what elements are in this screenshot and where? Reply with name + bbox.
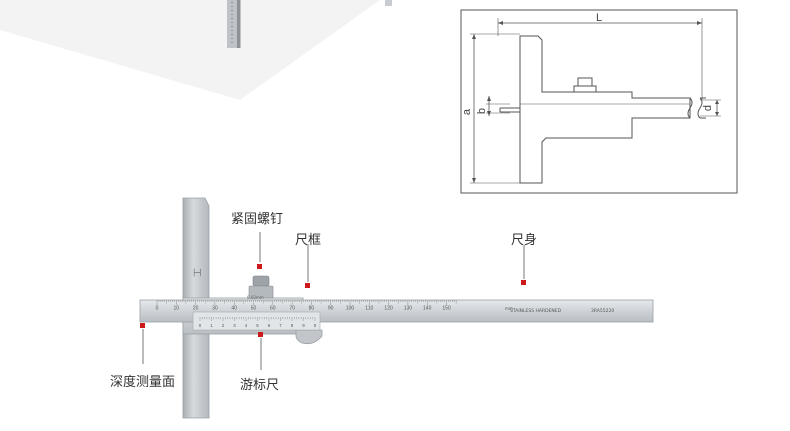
callout-lines xyxy=(140,232,526,370)
vernier-tick-label: 1 xyxy=(210,323,213,328)
main-tick-label: 20 xyxy=(193,306,199,312)
main-scale-unit: mm xyxy=(505,306,513,311)
main-tick-label: 80 xyxy=(309,306,315,312)
vernier-tick-label: 8 xyxy=(291,323,294,328)
frame-marker xyxy=(305,283,310,288)
main-tick-label: 90 xyxy=(328,306,334,312)
brand-mark: STAINLESS HARDENED xyxy=(510,308,562,314)
main-tick-label: 50 xyxy=(251,306,257,312)
beam-marker xyxy=(521,280,526,285)
top-ruler-photo xyxy=(0,0,392,100)
depth-base-label: 深度测量面 xyxy=(110,375,176,390)
main-tick-label: 100 xyxy=(346,306,355,312)
vernier-tick-label: 0 xyxy=(314,323,317,328)
logo-mark: 工 xyxy=(191,268,201,277)
main-tick-label: 110 xyxy=(365,306,373,312)
main-tick-label: 0 xyxy=(156,306,159,312)
lock-screw-marker xyxy=(257,264,262,269)
vernier-scale xyxy=(199,317,316,321)
main-tick-label: 30 xyxy=(212,306,218,312)
serial-mark: 3RA55220 xyxy=(591,308,614,314)
main-tick-label: 120 xyxy=(384,306,393,312)
vernier-tick-label: 2 xyxy=(222,323,225,328)
resolution-mark: 0.02mm xyxy=(247,295,264,300)
depth-base-marker xyxy=(140,323,145,328)
vernier-tick-label: 6 xyxy=(268,323,271,328)
dim-L-label: L xyxy=(596,12,602,24)
vernier-tick-label: 4 xyxy=(245,323,248,328)
dimension-diagram: L a b d xyxy=(460,9,738,194)
main-scale xyxy=(156,300,457,305)
main-tick-label: 70 xyxy=(289,306,295,312)
vernier-tick-label: 9 xyxy=(302,323,305,328)
beam-label: 尺身 xyxy=(511,233,538,248)
main-tick-label: 40 xyxy=(231,306,237,312)
lock-screw-label: 紧固螺钉 xyxy=(231,212,284,227)
main-tick-label: 10 xyxy=(174,306,180,312)
vernier-marker xyxy=(258,332,263,337)
vernier-tick-label: 0 xyxy=(199,323,202,328)
main-tick-label: 130 xyxy=(404,306,413,312)
dim-b-label: b xyxy=(476,108,488,114)
vernier-tick-label: 5 xyxy=(256,323,259,328)
main-scale-numbers: 0 10 20 30 40 50 60 70 80 90 100 110 120 130 140 150 xyxy=(156,306,451,312)
main-tick-label: 140 xyxy=(423,306,432,312)
vernier-label: 游标尺 xyxy=(240,378,280,393)
main-tick-label: 60 xyxy=(270,306,276,312)
vernier-tick-label: 3 xyxy=(233,323,236,328)
frame-label: 尺框 xyxy=(295,233,322,248)
dim-a-label: a xyxy=(461,108,473,115)
dim-d-label: d xyxy=(702,105,714,111)
main-tick-label: 150 xyxy=(442,306,451,312)
vernier-scale-numbers: 0 1 2 3 4 5 6 7 8 9 0 xyxy=(199,323,317,328)
vernier-tick-label: 7 xyxy=(279,323,282,328)
